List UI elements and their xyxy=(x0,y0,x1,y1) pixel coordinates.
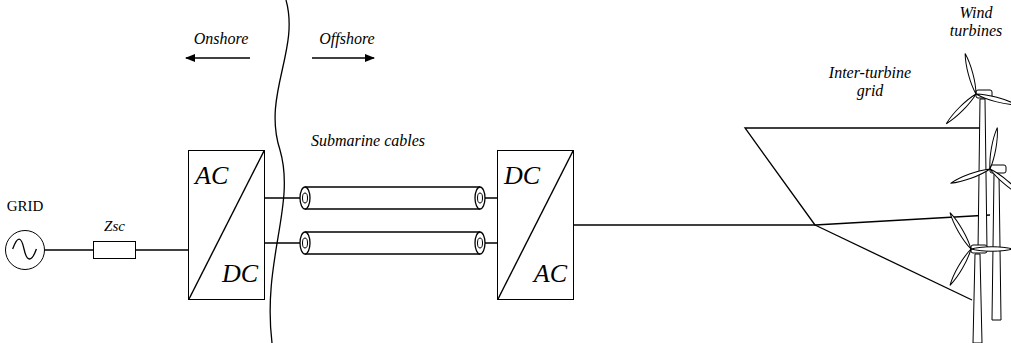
wind-turbine xyxy=(918,194,1011,343)
annotation-label: Submarine cables xyxy=(303,132,433,150)
converter-side-label: DC xyxy=(222,261,258,287)
wire-line xyxy=(136,249,188,250)
annotation-label: Onshore xyxy=(186,30,256,48)
wire xyxy=(136,250,188,251)
coastline xyxy=(270,0,289,343)
converter-box: DC AC xyxy=(497,150,574,300)
impedance-box: Zsc xyxy=(93,241,136,259)
grid-source: GRID xyxy=(5,230,45,270)
wire-line xyxy=(45,249,93,250)
wire xyxy=(45,250,93,251)
converter-side-label: DC xyxy=(504,163,540,189)
annotation-label: Wind turbines xyxy=(944,4,1008,41)
node-label: Zsc xyxy=(104,218,125,235)
converter-box: AC DC xyxy=(188,150,265,300)
submarine-cable xyxy=(265,187,497,209)
sine-symbol xyxy=(6,231,44,269)
annotation-label: Offshore xyxy=(312,30,382,48)
onshore-arrow xyxy=(186,57,250,58)
converter-side-label: AC xyxy=(534,261,567,287)
annotation-label: Inter-turbine grid xyxy=(818,64,922,101)
converter-side-label: AC xyxy=(195,163,228,189)
submarine-cable xyxy=(265,232,497,254)
node-label: GRID xyxy=(7,198,44,215)
inter-turbine-grid xyxy=(567,128,990,300)
offshore-arrow xyxy=(312,57,374,58)
